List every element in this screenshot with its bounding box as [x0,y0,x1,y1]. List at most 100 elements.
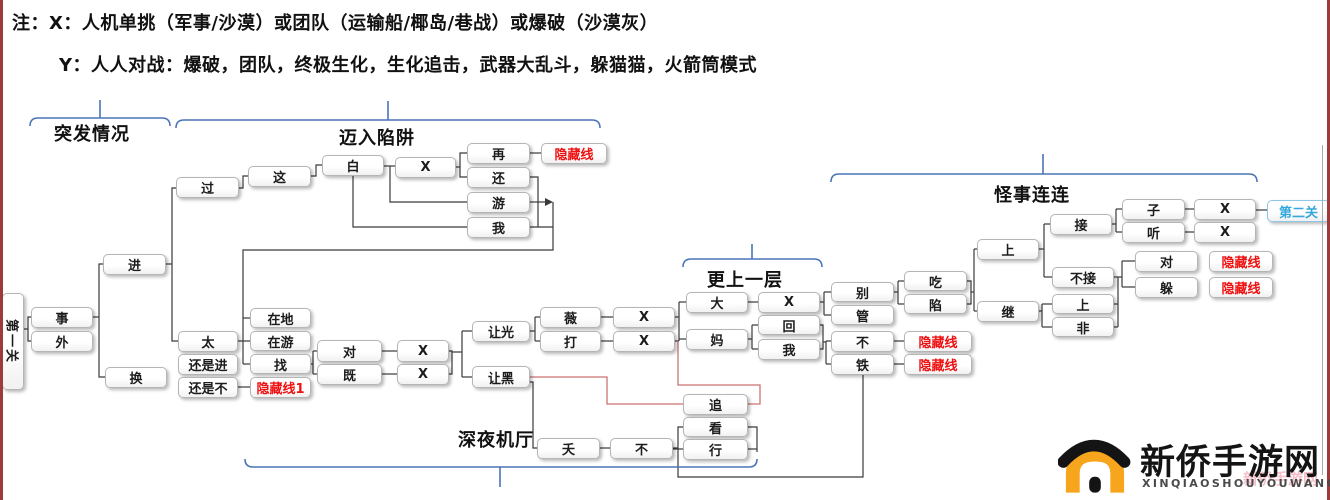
node-tai: 太 [178,331,238,352]
node-x2: X [397,340,449,362]
node-fei: 非 [1052,317,1114,337]
section-title-mairu: 迈入陷阱 [339,128,415,149]
gray-rule [1321,145,1323,475]
node-zaiyou: 在游 [250,331,311,351]
node-x1: X [395,157,456,178]
node-kan: 看 [683,417,748,437]
edge [530,376,683,405]
node-goal: 第二关 [1267,200,1330,222]
node-ma: 妈 [686,329,748,350]
node-shang-b: 上 [1052,294,1114,314]
node-ranghei: 让黑 [472,366,530,388]
node-hidden-c: 隐藏线 [904,354,972,375]
node-zhe: 这 [248,166,311,187]
edge [389,166,467,203]
edge [530,176,539,227]
edge [352,176,467,228]
node-hidden-b: 隐藏线 [904,331,972,352]
node-jin: 进 [103,254,166,275]
house-icon [1058,440,1131,493]
logo-subtitle: XINQIAOSHOUYOUWANG [1142,477,1330,490]
logo-title: 新侨手游网 [1140,443,1321,483]
node-hidden-a: 隐藏线 [541,143,607,164]
arrowhead-icon [545,198,553,206]
edge [677,341,761,405]
node-you: 游 [467,192,530,213]
node-bu-a: 不 [831,331,894,352]
edge [967,280,972,305]
note-line-2: Y：人人对战：爆破，团队，终极生化，生化追击，武器大乱斗，躲猫猫，火箭筒模式 [59,55,758,76]
node-rangguang: 让光 [472,321,530,342]
node-dui-b: 对 [1135,251,1198,272]
node-x7: X [1194,199,1256,220]
node-chi: 吃 [904,271,967,291]
node-duo: 躲 [1135,277,1198,298]
section-brace-tufa [29,100,171,127]
section-brace-gengshang [682,244,823,268]
edge [239,175,248,189]
node-wo-b: 我 [758,339,820,360]
node-bai: 白 [322,155,384,176]
node-level1: 第一关 [2,293,24,390]
edge [459,152,467,178]
node-xing: 行 [683,439,748,460]
edge [677,375,864,478]
node-hai: 还 [467,167,530,188]
node-wei: 薇 [540,307,601,328]
node-zaidi: 在地 [250,308,311,328]
node-ji2: 继 [977,301,1039,322]
node-wai: 外 [31,331,93,352]
node-bujie: 不接 [1052,267,1114,288]
node-ting: 听 [1122,222,1185,243]
node-x5: X [613,331,675,352]
edge [820,324,824,350]
node-bie: 别 [831,282,894,302]
edge [449,350,453,375]
node-zhui: 追 [683,394,748,415]
section-title-gengshang: 更上一层 [707,270,783,291]
node-zi: 子 [1122,199,1185,220]
node-da: 打 [540,331,601,352]
node-yao: 夭 [537,438,600,459]
node-x6: X [758,292,820,313]
node-jie: 接 [1050,214,1112,235]
node-x8: X [1194,222,1256,243]
node-guo: 过 [176,177,239,198]
edge [311,164,322,177]
edge [171,187,178,342]
left-edge-rule [0,0,3,500]
node-huan: 换 [105,367,167,388]
section-title-guaishi: 怪事连连 [994,185,1070,206]
node-haishibu: 还是不 [178,377,238,398]
site-logo: 新侨手游网 新侨手游网 XINQIAOSHOUYOUWANG [1058,424,1330,500]
edge [673,426,683,449]
logo-watermark: 新侨手游网 [1243,470,1319,488]
section-brace-guaishi [830,154,1258,183]
node-zhao: 找 [250,354,311,374]
edge [530,381,537,449]
right-edge-rule [1327,0,1330,500]
node-xian: 陷 [904,294,967,314]
section-title-shenye: 深夜机厅 [458,430,534,451]
node-hui: 回 [758,315,820,335]
section-brace-shenye [244,458,758,487]
node-x3: X [397,364,449,385]
node-hidden-1: 隐藏线1 [250,377,311,398]
node-haishijin: 还是进 [178,354,238,375]
node-x4: X [613,307,675,328]
edge [748,426,758,452]
node-hidden-e: 隐藏线 [1209,277,1273,298]
node-wo-a: 我 [467,217,530,238]
section-brace-mairu [175,101,601,129]
section-title-tufa: 突发情况 [54,124,130,145]
node-bu-b: 不 [610,438,673,459]
node-dui-a: 对 [317,340,382,362]
node-guan: 管 [831,305,894,325]
node-shang-a: 上 [977,239,1039,260]
node-da2: 大 [686,292,748,313]
note-line-1: 注：X：人机单挑（军事/沙漠）或团队（运输船/椰岛/巷战）或爆破（沙漠灰） [12,13,659,34]
node-tie: 铁 [831,354,894,375]
node-ji: 既 [317,364,382,385]
